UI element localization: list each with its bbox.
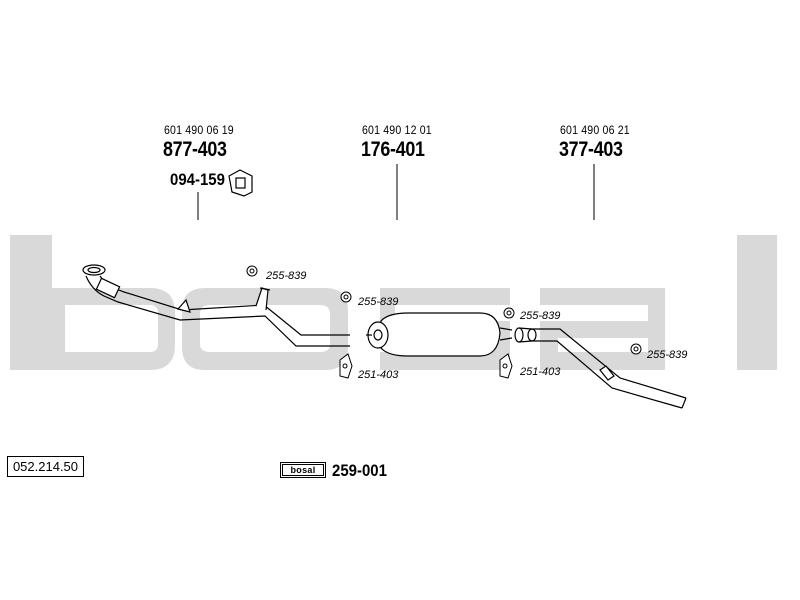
clamp-icon bbox=[246, 265, 258, 277]
bracket-icons bbox=[339, 353, 513, 379]
front-pipe-oem-number: 601 490 06 19 bbox=[164, 123, 234, 137]
rear-pipe-code: 377-403 bbox=[559, 138, 623, 161]
bracket-label-2: 251-403 bbox=[520, 366, 561, 378]
clamp-label-4: 255-839 bbox=[647, 349, 688, 361]
kit-logo: bosal bbox=[280, 462, 326, 478]
clamp-label-2: 255-839 bbox=[358, 296, 399, 308]
clamp-icon bbox=[630, 343, 642, 355]
reference-number-box: 052.214.50 bbox=[7, 456, 84, 477]
leader-lines bbox=[197, 164, 595, 220]
reference-number: 052.214.50 bbox=[12, 459, 79, 474]
bracket-icon bbox=[339, 353, 353, 379]
rubber-mount-icon bbox=[228, 169, 253, 197]
clamp-icons bbox=[246, 265, 642, 355]
kit-logo-text: bosal bbox=[282, 464, 324, 476]
front-pipe bbox=[82, 264, 350, 347]
kit-code: 259-001 bbox=[332, 461, 387, 480]
clamp-icon bbox=[503, 307, 515, 319]
clamp-label-3: 255-839 bbox=[520, 310, 561, 322]
center-muffler-oem-number: 601 490 12 01 bbox=[362, 123, 432, 137]
clamp-icon bbox=[340, 291, 352, 303]
front-pipe-code: 877-403 bbox=[163, 138, 227, 161]
bracket-label-1: 251-403 bbox=[358, 369, 399, 381]
clamp-label-1: 255-839 bbox=[266, 270, 307, 282]
rear-pipe bbox=[514, 327, 687, 409]
mount-code: 094-159 bbox=[170, 170, 225, 189]
center-muffler bbox=[366, 312, 513, 357]
bracket-icon bbox=[499, 353, 513, 379]
center-muffler-code: 176-401 bbox=[361, 138, 425, 161]
rear-pipe-oem-number: 601 490 06 21 bbox=[560, 123, 630, 137]
